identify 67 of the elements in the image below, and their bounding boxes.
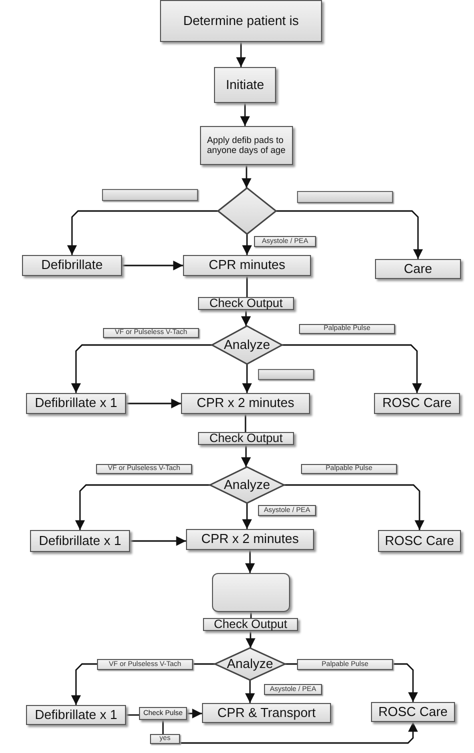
node-label: Analyze bbox=[224, 478, 270, 492]
decision-diamond bbox=[218, 188, 276, 234]
connector-arrow bbox=[242, 234, 252, 255]
connector-arrow bbox=[67, 210, 218, 255]
process-box bbox=[202, 703, 331, 723]
process-box bbox=[198, 432, 294, 445]
process-box bbox=[26, 705, 126, 725]
connector-arrow bbox=[126, 398, 181, 408]
node-label: Check Output bbox=[209, 296, 283, 310]
node-label: Defibrillate bbox=[41, 258, 103, 273]
node-label: CPR & Transport bbox=[217, 706, 316, 720]
node-label: CPR x 2 minutes bbox=[201, 532, 299, 547]
connector-arrow bbox=[282, 344, 422, 393]
process-box bbox=[181, 393, 310, 414]
node-label: ROSC Care bbox=[378, 704, 448, 720]
process-box bbox=[200, 126, 293, 165]
process-box bbox=[212, 573, 290, 612]
connector-arrow bbox=[187, 708, 202, 718]
node-label: ROSC Care bbox=[382, 396, 452, 411]
process-box bbox=[375, 259, 461, 279]
decision-diamond bbox=[212, 326, 282, 364]
connector-arrow bbox=[245, 550, 255, 573]
node-label: CPR minutes bbox=[208, 258, 286, 273]
connector-arrow bbox=[245, 680, 255, 703]
process-box bbox=[22, 255, 122, 276]
connector-arrow bbox=[242, 364, 252, 393]
node-label: Check Output bbox=[209, 432, 283, 446]
process-box bbox=[198, 297, 294, 310]
connector-arrow bbox=[276, 210, 423, 259]
connector-arrow bbox=[241, 445, 251, 467]
node-label: Care bbox=[404, 262, 432, 276]
connector-arrow bbox=[284, 484, 424, 530]
process-box bbox=[371, 702, 455, 722]
connector-arrow bbox=[130, 536, 186, 546]
node-label: Defibrillate x 1 bbox=[34, 708, 118, 722]
process-box bbox=[139, 707, 187, 720]
connector-arrow bbox=[242, 165, 252, 188]
connector-arrow bbox=[236, 42, 246, 67]
process-box bbox=[374, 393, 460, 414]
node-label: Analyze bbox=[226, 656, 274, 672]
process-box bbox=[186, 529, 314, 550]
decision-diamond bbox=[215, 648, 285, 680]
node-label: Check Output bbox=[214, 618, 288, 632]
connector-arrow bbox=[240, 103, 250, 126]
node-label: Defibrillate x 1 bbox=[38, 534, 122, 548]
connector-arrow bbox=[246, 631, 256, 648]
connector-arrow bbox=[242, 503, 252, 529]
decision-diamond bbox=[210, 467, 284, 503]
connector-arrow bbox=[122, 260, 183, 270]
node-label: Defibrillate x 1 bbox=[34, 396, 118, 411]
process-box bbox=[30, 530, 130, 552]
process-box bbox=[203, 618, 298, 631]
process-box bbox=[26, 393, 126, 414]
process-box bbox=[160, 0, 322, 42]
node-label: Initiate bbox=[226, 78, 264, 92]
process-box bbox=[378, 530, 461, 552]
process-box bbox=[214, 67, 276, 103]
connector-arrow bbox=[75, 484, 210, 530]
connector-arrow bbox=[241, 310, 251, 326]
connector-arrow bbox=[71, 344, 212, 393]
node-label: Apply defib pads to anyone days of age bbox=[206, 136, 287, 156]
node-label: Analyze bbox=[224, 338, 270, 352]
connector-arrow bbox=[162, 720, 418, 744]
node-label: Determine patient is bbox=[183, 14, 299, 28]
process-box bbox=[183, 255, 311, 276]
node-label: CPR x 2 minutes bbox=[196, 396, 294, 411]
node-label: ROSC Care bbox=[384, 534, 454, 548]
